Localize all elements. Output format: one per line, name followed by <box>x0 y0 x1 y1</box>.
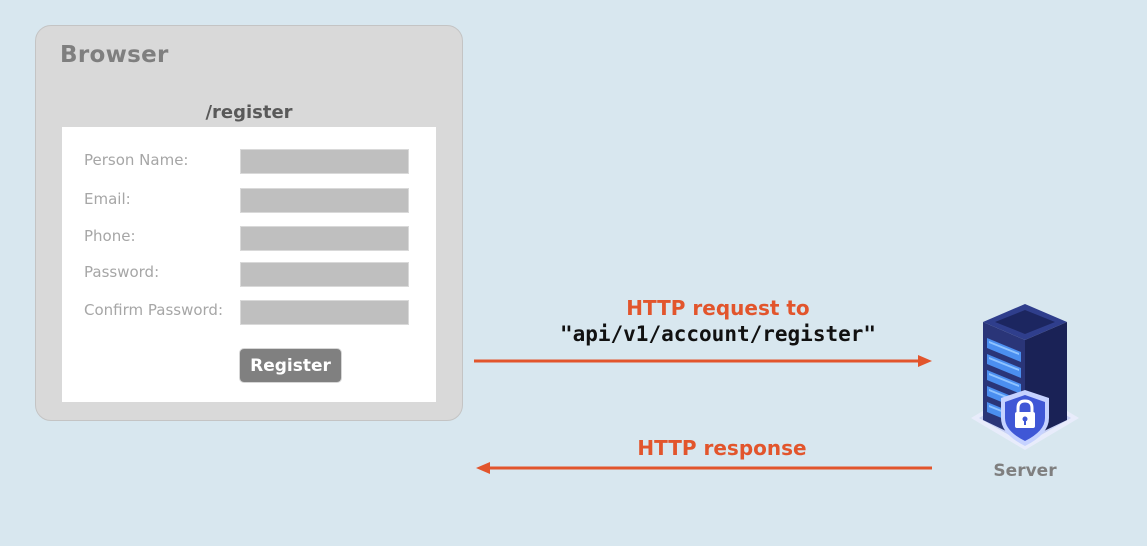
response-arrow <box>476 462 932 474</box>
request-label: HTTP request to <box>626 296 810 320</box>
password-input[interactable] <box>240 262 409 287</box>
phone-input[interactable] <box>240 226 409 251</box>
confirm-password-label: Confirm Password: <box>84 301 224 319</box>
phone-label: Phone: <box>84 227 136 245</box>
route-path: /register <box>205 102 293 123</box>
request-arrow <box>474 355 932 367</box>
browser-window: Browser /register Person Name: Email: Ph… <box>35 25 463 421</box>
register-button[interactable]: Register <box>239 348 342 383</box>
browser-title: Browser <box>60 42 169 68</box>
server-label: Server <box>993 461 1057 481</box>
password-label: Password: <box>84 263 160 281</box>
request-endpoint: "api/v1/account/register" <box>559 322 877 346</box>
server-lock-icon <box>971 304 1079 450</box>
register-form: Person Name: Email: Phone: Password: Con… <box>62 127 436 402</box>
response-label: HTTP response <box>637 436 807 460</box>
confirm-password-input[interactable] <box>240 300 409 325</box>
email-input[interactable] <box>240 188 409 213</box>
person-name-input[interactable] <box>240 149 409 174</box>
email-label: Email: <box>84 190 131 208</box>
person-name-label: Person Name: <box>84 151 189 169</box>
